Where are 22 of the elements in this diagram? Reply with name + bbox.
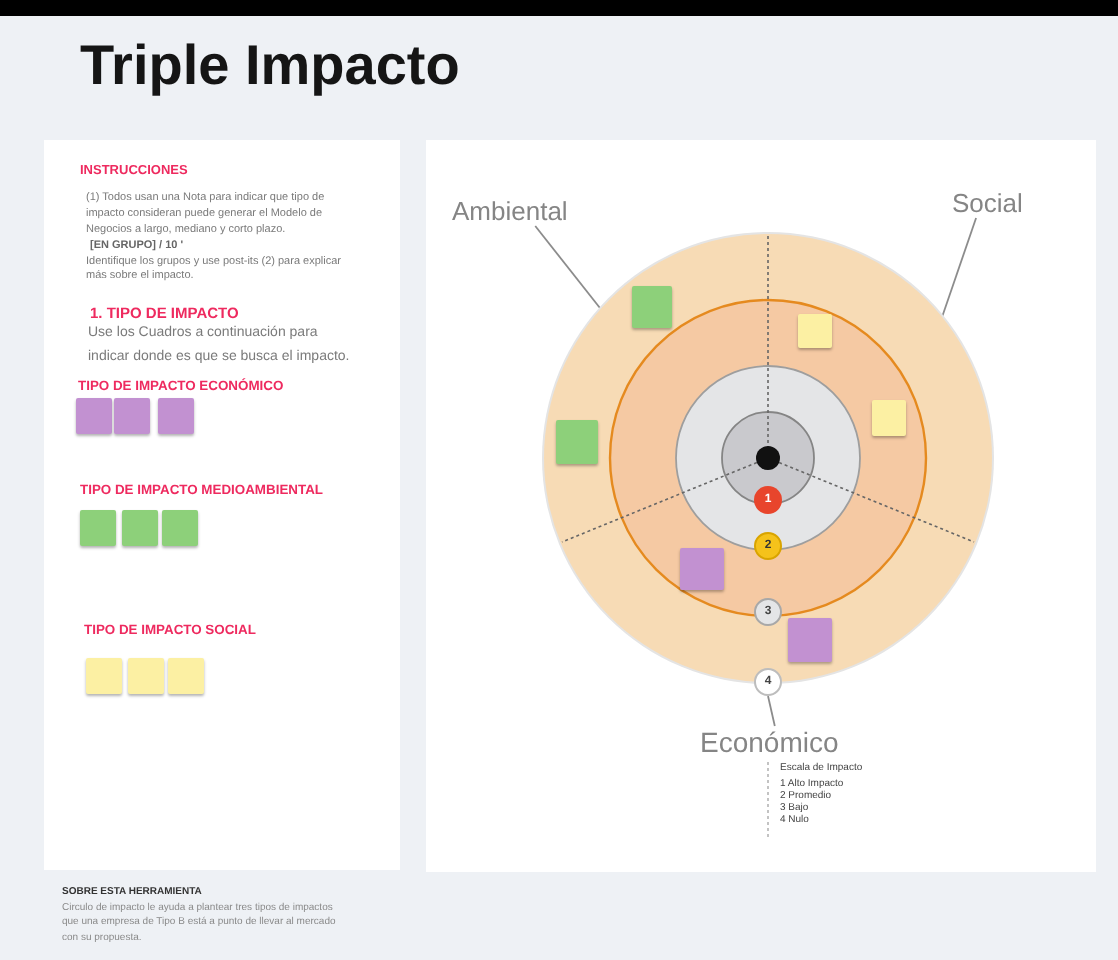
sticky-note <box>556 420 598 464</box>
sticky-note <box>76 398 112 434</box>
sector-label: Social <box>952 188 1023 218</box>
sticky-note <box>788 618 832 662</box>
sticky-note <box>114 398 150 434</box>
sticky-note <box>158 398 194 434</box>
sticky-note <box>86 658 122 694</box>
sticky-note <box>80 510 116 546</box>
sticky-note <box>168 658 204 694</box>
sticky-note <box>680 548 724 590</box>
page-title: Triple Impacto <box>80 32 460 100</box>
sticky-note <box>128 658 164 694</box>
sticky-note <box>162 510 198 546</box>
sticky-note <box>122 510 158 546</box>
sector-label: Ambiental <box>452 196 568 226</box>
sector-label: Económico <box>700 726 839 760</box>
sticky-note <box>872 400 906 436</box>
sticky-note <box>798 314 832 348</box>
leader-line <box>767 695 776 727</box>
leader-line <box>941 217 977 318</box>
sticky-note <box>632 286 672 328</box>
leader-line <box>534 225 602 310</box>
